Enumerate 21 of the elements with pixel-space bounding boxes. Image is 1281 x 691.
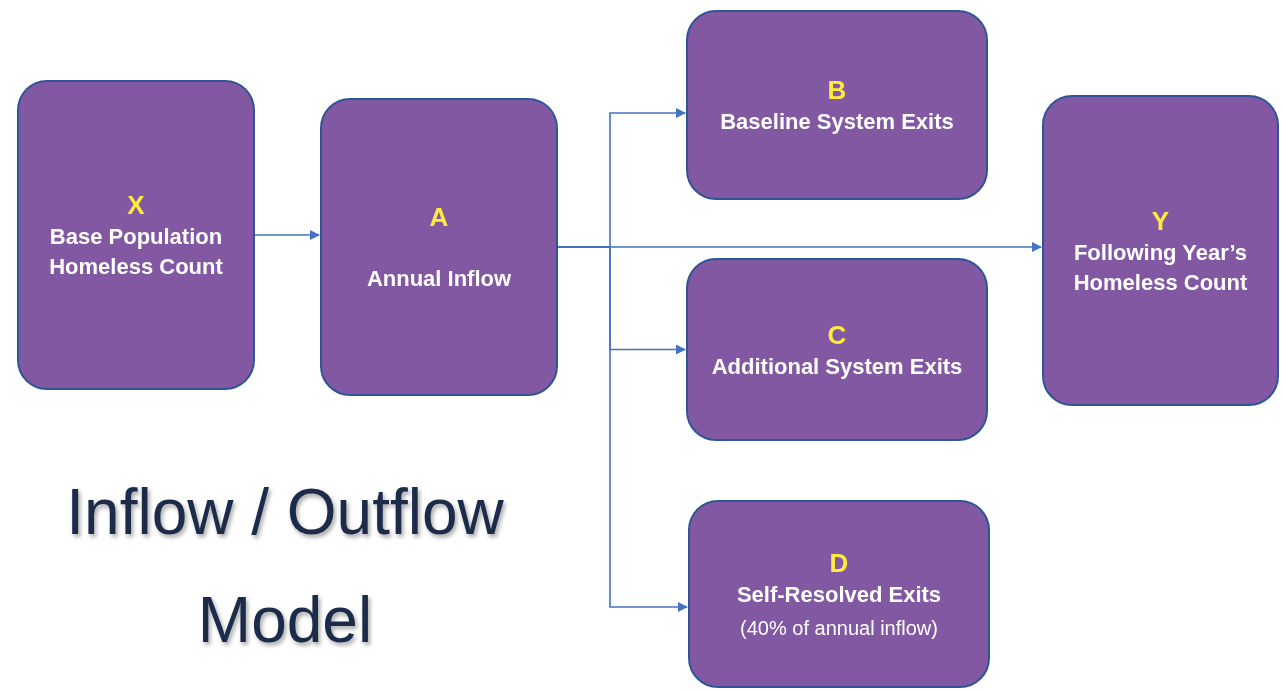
process-box: [686, 10, 988, 200]
node-letter: C: [827, 318, 847, 352]
process-box: [688, 500, 990, 688]
node-label: Additional System Exits: [711, 352, 963, 381]
connector-arrow: [254, 230, 320, 240]
node-label: (40% of annual inflow): [740, 616, 938, 641]
node-letter: B: [827, 74, 847, 107]
node-label: Self-Resolved Exits: [736, 581, 942, 609]
node-label: Base Population Homeless Count: [48, 223, 224, 281]
process-box: [17, 80, 255, 390]
node-letter: X: [127, 189, 145, 222]
process-box: [686, 258, 988, 441]
node-label: Baseline System Exits: [720, 108, 954, 136]
title: Inflow / Outflow Model: [65, 475, 505, 658]
process-box: [1042, 95, 1279, 406]
node-label: Following Year’s Homeless Count: [1072, 238, 1249, 297]
node-label: Annual Inflow: [366, 265, 512, 293]
node-letter: A: [429, 201, 449, 234]
node-letter: Y: [1151, 204, 1170, 238]
process-box: [320, 98, 558, 396]
node-letter: D: [829, 547, 849, 580]
